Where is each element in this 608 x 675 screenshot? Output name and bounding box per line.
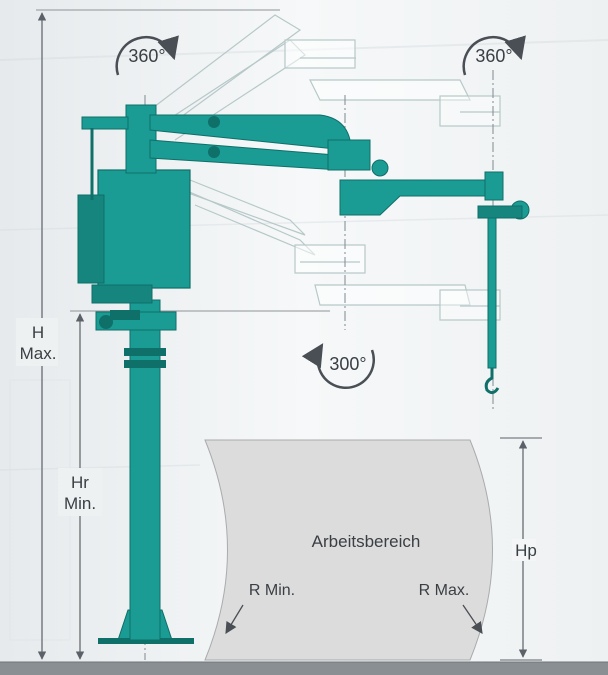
radius-max-label: R Max. — [419, 582, 470, 599]
hr-min-label-line2: Min. — [64, 494, 96, 513]
column — [129, 299, 161, 641]
ghost-arm-lower — [164, 169, 501, 321]
cylinder — [77, 194, 105, 284]
hp-label: Hp — [515, 541, 537, 560]
radius-max-arrow — [462, 604, 483, 634]
radius-min-arrow — [225, 604, 244, 635]
control-cabinet — [97, 169, 191, 289]
vertical-rod — [487, 217, 497, 369]
radius-min-label: R Min. — [249, 582, 295, 599]
floor — [0, 662, 608, 675]
hook-icon — [484, 368, 500, 395]
manipulator-machine — [77, 104, 530, 644]
rotation-badge-column: 360° — [115, 35, 179, 76]
h-max-label-line2: Max. — [20, 344, 57, 363]
rotation-badge-swivel: 300° — [301, 343, 375, 390]
work-area-shape — [204, 439, 493, 661]
ghost-arm-upper — [149, 14, 501, 141]
rotation-badge-outer: 360° — [462, 35, 526, 76]
h-max-label-line1: H — [32, 323, 44, 342]
outer-rotation-label: 360° — [475, 46, 512, 66]
hr-min-label-line1: Hr — [71, 473, 89, 492]
work-area-label: Arbeitsbereich — [312, 532, 421, 551]
column-rotation-label: 360° — [128, 46, 165, 66]
swivel-rotation-label: 300° — [329, 354, 366, 374]
elbow-joint — [327, 139, 371, 171]
